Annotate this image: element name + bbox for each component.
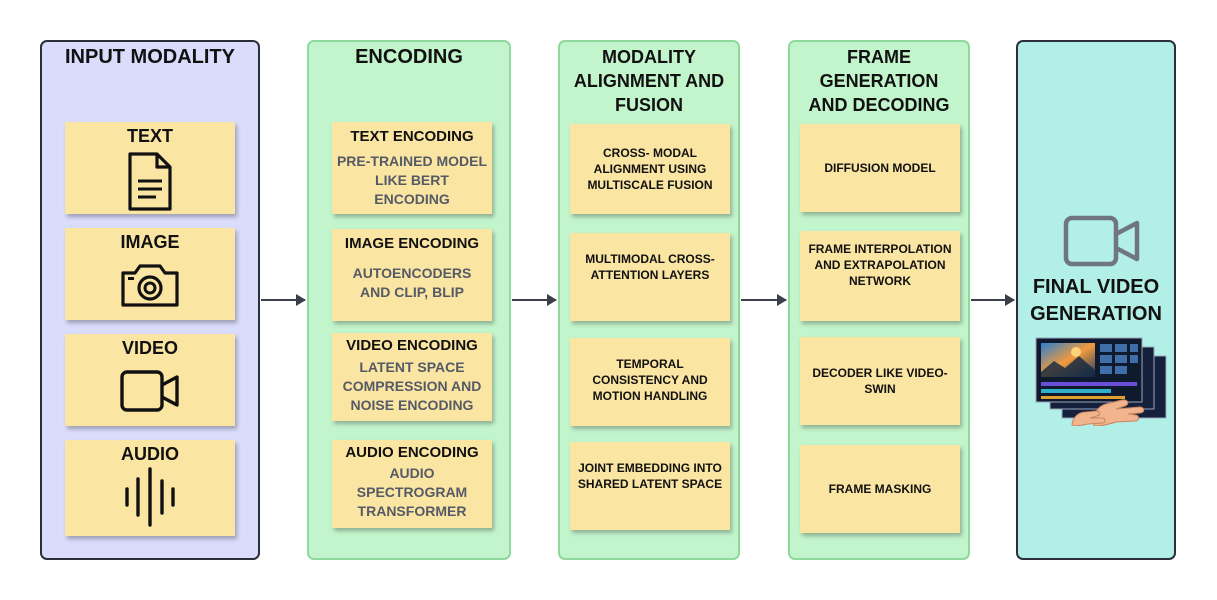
- sound-wave-icon: [122, 467, 178, 527]
- input-audio-label: AUDIO: [121, 444, 179, 464]
- final-title-line-1: FINAL VIDEO: [1032, 276, 1160, 298]
- input-text-label: TEXT: [126, 126, 173, 146]
- fusion-step-4: JOINT EMBEDDING INTO SHARED LATENT SPACE: [570, 442, 730, 530]
- text-encoding-heading: TEXT ENCODING: [350, 128, 474, 145]
- input-modality-panel: INPUT MODALITY TEXT IMAGE VIDEO: [40, 40, 260, 560]
- camera-icon: [119, 261, 181, 309]
- input-video-card: VIDEO: [65, 334, 235, 426]
- final-output-title: FINAL VIDEO GENERATION: [1018, 274, 1174, 328]
- input-video-label: VIDEO: [121, 338, 178, 358]
- arrow-fusion-to-frame: [741, 294, 787, 306]
- image-encoding-detail: AUTOENCODERS AND CLIP, BLIP: [352, 265, 472, 300]
- audio-encoding-heading: AUDIO ENCODING: [345, 444, 479, 461]
- fusion-step-4-text: JOINT EMBEDDING INTO SHARED LATENT SPACE: [577, 461, 723, 491]
- video-camera-icon: [1062, 214, 1142, 268]
- frame-step-2-text: FRAME INTERPOLATION AND EXTRAPOLATION NE…: [808, 242, 952, 288]
- fusion-title: MODALITY ALIGNMENT AND FUSION: [560, 45, 738, 117]
- audio-encoding-detail: AUDIO SPECTROGRAM TRANSFORMER: [356, 465, 468, 519]
- video-editing-illustration: [1032, 334, 1170, 426]
- frame-step-3: DECODER LIKE VIDEO-SWIN: [800, 337, 960, 425]
- frame-title-line-2: GENERATION: [819, 71, 939, 91]
- fusion-step-1: CROSS- MODAL ALIGNMENT USING MULTISCALE …: [570, 124, 730, 214]
- fusion-step-3-text: TEMPORAL CONSISTENCY AND MOTION HANDLING: [592, 357, 708, 403]
- frame-step-3-text: DECODER LIKE VIDEO-SWIN: [812, 366, 948, 396]
- frame-step-4: FRAME MASKING: [800, 445, 960, 533]
- fusion-step-3: TEMPORAL CONSISTENCY AND MOTION HANDLING: [570, 338, 730, 426]
- input-image-label: IMAGE: [120, 232, 180, 252]
- video-camera-icon: [119, 369, 181, 413]
- document-icon: [125, 151, 175, 213]
- input-modality-title: INPUT MODALITY: [65, 46, 235, 68]
- frame-generation-title: FRAME GENERATION AND DECODING: [790, 45, 968, 117]
- text-encoding-detail: PRE-TRAINED MODEL LIKE BERT ENCODING: [336, 153, 488, 207]
- video-encoding-detail: LATENT SPACE COMPRESSION AND NOISE ENCOD…: [342, 359, 482, 413]
- arrow-frame-to-output: [971, 294, 1015, 306]
- arrow-input-to-encoding: [261, 294, 306, 306]
- frame-step-1: DIFFUSION MODEL: [800, 124, 960, 212]
- fusion-panel: MODALITY ALIGNMENT AND FUSION CROSS- MOD…: [558, 40, 740, 560]
- fusion-step-2-text: MULTIMODAL CROSS-ATTENTION LAYERS: [585, 252, 715, 282]
- audio-encoding-card: AUDIO ENCODING AUDIO SPECTROGRAM TRANSFO…: [332, 440, 492, 528]
- text-encoding-card: TEXT ENCODING PRE-TRAINED MODEL LIKE BER…: [332, 122, 492, 214]
- final-title-line-2: GENERATION: [1030, 303, 1162, 325]
- frame-title-line-1: FRAME: [847, 47, 911, 67]
- fusion-title-line-2: ALIGNMENT AND: [573, 71, 725, 91]
- fusion-step-2: MULTIMODAL CROSS-ATTENTION LAYERS: [570, 233, 730, 321]
- input-text-card: TEXT: [65, 122, 235, 214]
- frame-step-2: FRAME INTERPOLATION AND EXTRAPOLATION NE…: [800, 231, 960, 321]
- final-output-panel: FINAL VIDEO GENERATION: [1016, 40, 1176, 560]
- video-encoding-heading: VIDEO ENCODING: [346, 337, 478, 354]
- encoding-panel: ENCODING TEXT ENCODING PRE-TRAINED MODEL…: [307, 40, 511, 560]
- image-encoding-heading: IMAGE ENCODING: [344, 235, 480, 252]
- video-encoding-card: VIDEO ENCODING LATENT SPACE COMPRESSION …: [332, 333, 492, 421]
- frame-step-4-text: FRAME MASKING: [828, 482, 932, 496]
- arrow-encoding-to-fusion: [512, 294, 557, 306]
- encoding-title: ENCODING: [355, 46, 463, 68]
- frame-title-line-3: AND DECODING: [808, 95, 950, 115]
- frame-step-1-text: DIFFUSION MODEL: [824, 161, 936, 175]
- input-image-card: IMAGE: [65, 228, 235, 320]
- image-encoding-card: IMAGE ENCODING AUTOENCODERS AND CLIP, BL…: [332, 229, 492, 321]
- fusion-title-line-3: FUSION: [614, 95, 683, 115]
- fusion-step-1-text: CROSS- MODAL ALIGNMENT USING MULTISCALE …: [587, 146, 713, 192]
- fusion-title-line-1: MODALITY: [602, 47, 696, 67]
- input-audio-card: AUDIO: [65, 440, 235, 536]
- frame-generation-panel: FRAME GENERATION AND DECODING DIFFUSION …: [788, 40, 970, 560]
